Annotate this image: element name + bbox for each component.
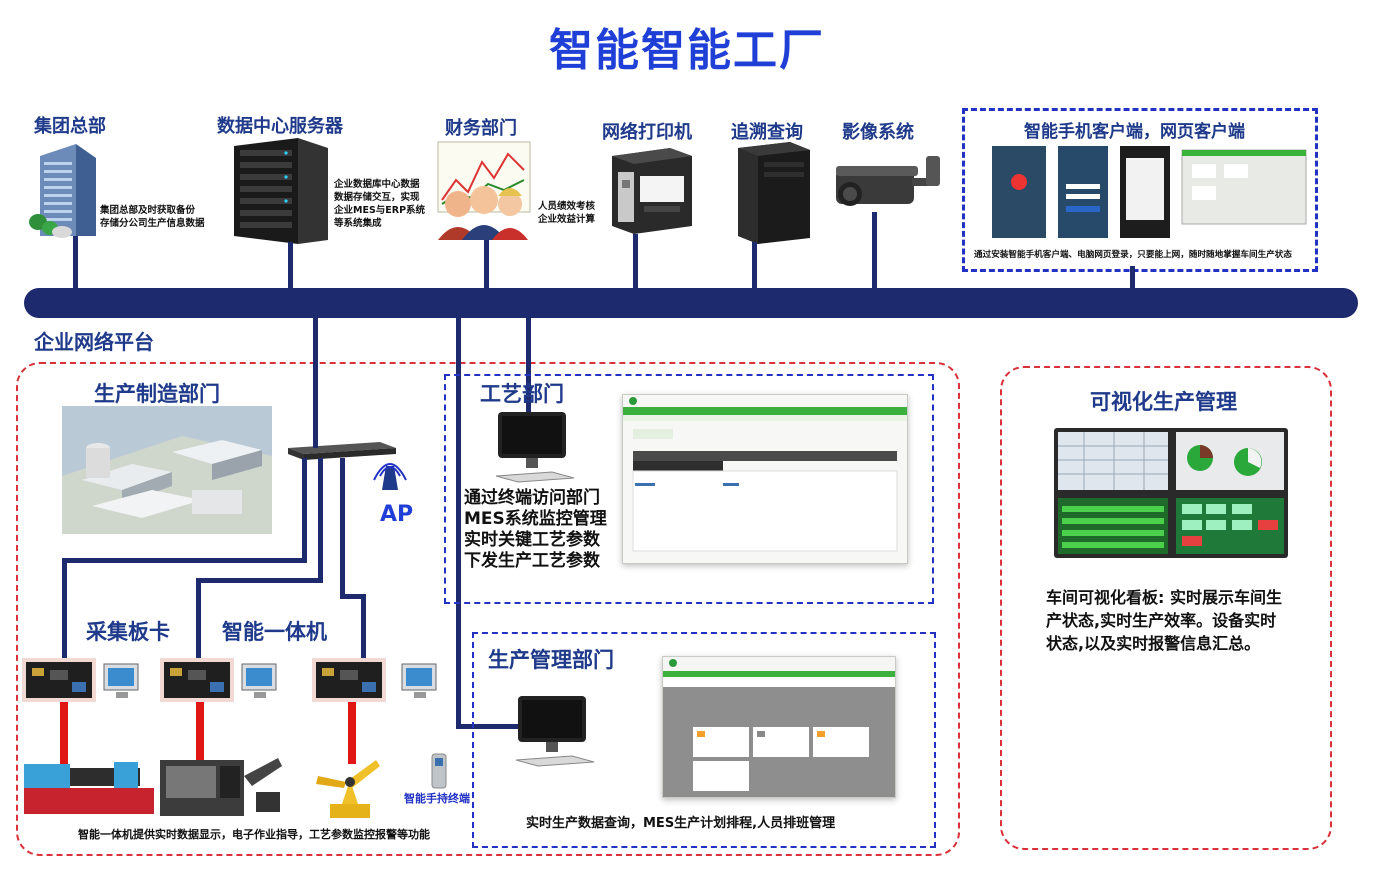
- production-trunk-line: [313, 318, 318, 448]
- cnc-lathe-icon: [160, 758, 282, 816]
- enterprise-network-bus: [24, 288, 1358, 318]
- printer-link: [633, 234, 638, 292]
- camera-icon: [836, 156, 940, 206]
- prodmgmt-title: 生产管理部门: [488, 648, 614, 672]
- red-link-3: [348, 702, 356, 764]
- process-desc-line-2: MES系统监控管理: [464, 509, 607, 529]
- network-label: 企业网络平台: [34, 330, 154, 354]
- drop-line-c: [340, 458, 345, 598]
- mobile-screens-image: [992, 146, 1307, 238]
- red-link-2: [196, 702, 204, 764]
- diagram-title: 智能智能工厂: [549, 25, 825, 76]
- prodmgmt-pc-icon: [515, 696, 595, 767]
- trace-label: 追溯查询: [731, 122, 803, 143]
- server-note-line-3: 企业MES与ERP系统: [334, 205, 426, 216]
- branch-line-c: [340, 594, 366, 599]
- collector-label: 采集板卡: [86, 620, 170, 644]
- server-note-line-1: 企业数据库中心数据: [334, 179, 420, 190]
- camera-link: [872, 212, 877, 292]
- kanban-boards-image: [1054, 428, 1288, 558]
- prodmgmt-trunk-line: [456, 318, 461, 728]
- collector-unit-3: [312, 658, 437, 702]
- server-rack-icon: [234, 138, 328, 244]
- drop-line-b: [318, 458, 323, 582]
- robot-arm-icon: [316, 760, 380, 818]
- server-label: 数据中心服务器: [217, 116, 343, 137]
- printer-icon: [612, 148, 692, 234]
- hq-note-line-2: 存储分公司生产信息数据: [100, 218, 205, 229]
- finance-people-icon: [437, 141, 531, 240]
- production-title: 生产制造部门: [94, 382, 220, 406]
- process-dept-box: [444, 374, 934, 604]
- process-pc-icon: [495, 412, 575, 483]
- red-link-1: [60, 702, 68, 764]
- production-note: 智能一体机提供实时数据显示，电子作业指导，工艺参数监控报警等功能: [78, 828, 430, 841]
- handheld-terminal-icon: [431, 753, 447, 789]
- server-note-line-2: 数据存储交互，实现: [334, 192, 420, 203]
- visual-mgmt-box: [1000, 366, 1332, 850]
- process-mes-screenshot: [622, 394, 908, 564]
- finance-note-line-1: 人员绩效考核: [538, 201, 596, 212]
- branch-line-a: [62, 558, 307, 563]
- ap-router-icon: [288, 442, 407, 490]
- hq-link: [73, 236, 78, 292]
- visual-title: 可视化生产管理: [1090, 390, 1237, 414]
- drop-line-a: [302, 458, 307, 562]
- process-title: 工艺部门: [480, 382, 564, 406]
- finance-note-line-2: 企业效益计算: [538, 214, 596, 225]
- prodmgmt-dept-box: [472, 632, 936, 848]
- mobile-link: [1130, 266, 1135, 292]
- mobile-client-title: 智能手机客户端，网页客户端: [1024, 122, 1245, 142]
- mobile-client-note: 通过安装智能手机客户端、电脑网页登录，只要能上网，随时随地掌握车间生产状态: [974, 250, 1292, 260]
- drop-line-c2: [361, 594, 366, 666]
- prodmgmt-note: 实时生产数据查询，MES生产计划排程,人员排班管理: [526, 816, 836, 831]
- hq-note-line-1: 集团总部及时获取备份: [100, 205, 196, 216]
- visual-desc-line-1: 车间可视化看板: 实时展示车间生: [1046, 588, 1282, 607]
- collector-unit-1: [22, 658, 139, 702]
- production-dept-box: [16, 362, 960, 856]
- hq-label: 集团总部: [34, 116, 106, 137]
- visual-desc-line-3: 状态,以及实时报警信息汇总。: [1046, 634, 1261, 653]
- drop-line-a2: [62, 558, 67, 666]
- process-link: [526, 318, 531, 414]
- drop-line-b2: [196, 578, 201, 666]
- terminal-label: 智能一体机: [222, 620, 327, 644]
- prodmgmt-mes-screenshot: [662, 656, 896, 798]
- camera-label: 影像系统: [842, 122, 914, 143]
- server-note-line-4: 等系统集成: [334, 218, 382, 229]
- office-building-icon: [29, 144, 96, 238]
- tower-pc-icon: [738, 142, 810, 244]
- branch-line-b: [196, 578, 323, 583]
- process-desc-line-4: 下发生产工艺参数: [464, 551, 600, 571]
- mobile-client-box: [962, 108, 1318, 272]
- process-desc-line-3: 实时关键工艺参数: [464, 530, 600, 550]
- server-link: [288, 242, 293, 292]
- handheld-label: 智能手持终端: [404, 792, 470, 805]
- ap-label: AP: [380, 502, 414, 527]
- trace-link: [752, 242, 757, 292]
- injection-machine-icon: [24, 762, 154, 814]
- printer-label: 网络打印机: [602, 122, 692, 143]
- visual-desc-line-2: 产状态,实时生产效率。设备实时: [1046, 611, 1277, 630]
- collector-unit-2: [160, 658, 277, 702]
- prodmgmt-branch-line: [456, 724, 520, 729]
- factory-3d-image: [62, 406, 272, 534]
- finance-label: 财务部门: [445, 118, 517, 139]
- finance-link: [484, 240, 489, 292]
- process-desc-line-1: 通过终端访问部门: [464, 488, 600, 508]
